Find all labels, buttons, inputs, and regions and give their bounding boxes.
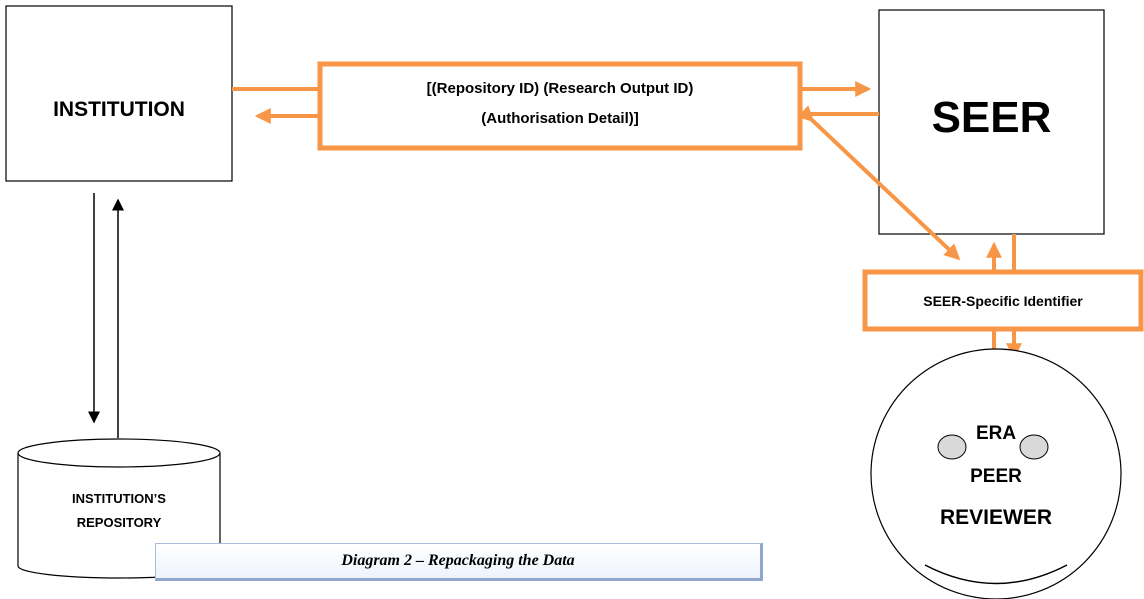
message-box — [317, 61, 803, 151]
diagonal-double-arrow — [797, 105, 961, 261]
repository-line-1: INSTITUTION’S — [72, 491, 166, 506]
reviewer-smile-icon — [924, 564, 1068, 585]
identifier-box — [862, 269, 1144, 332]
seer-label: SEER — [931, 93, 1052, 142]
institution-box — [5, 5, 233, 182]
message-line-2: (Authorisation Detail)] — [481, 110, 639, 127]
institution-label: INSTITUTION — [53, 98, 185, 121]
identifier-label: SEER-Specific Identifier — [923, 293, 1083, 309]
reviewer-right-eye-icon — [1019, 434, 1049, 460]
reviewer-line-3: REVIEWER — [939, 506, 1052, 529]
reviewer-line-1: ERA — [975, 423, 1017, 444]
reviewer-left-eye-icon — [937, 434, 967, 460]
reviewer-face — [870, 348, 1122, 599]
reviewer-line-2: PEER — [970, 466, 1022, 487]
diagram-caption: Diagram 2 – Repackaging the Data — [155, 543, 763, 581]
message-line-1: [(Repository ID) (Research Output ID) — [426, 80, 694, 97]
repository-line-2: REPOSITORY — [76, 515, 162, 530]
